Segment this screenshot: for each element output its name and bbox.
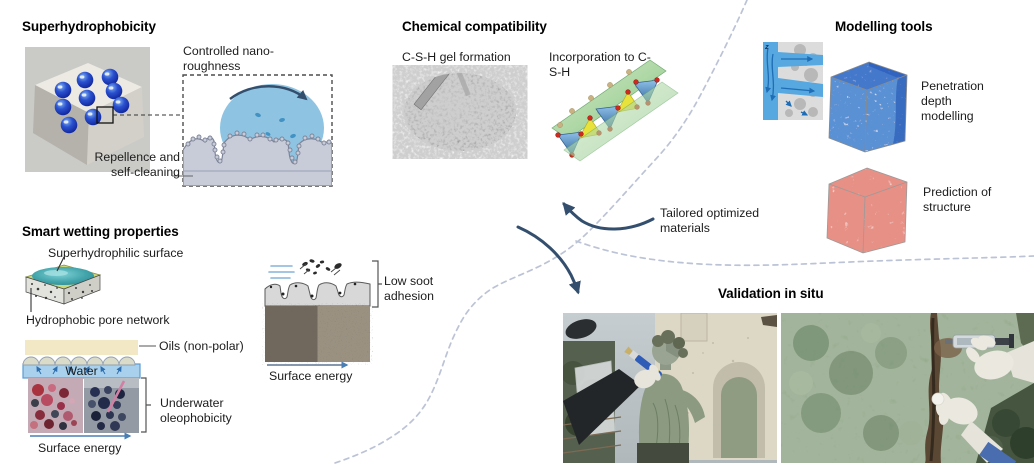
pool-sheen [44,270,68,276]
underwater-bracket [141,377,151,433]
soot-particles-flying [299,259,342,276]
moss-mottles [789,323,923,451]
section-title-modelling: Modelling tools [835,19,933,34]
z-axis-label: z [765,42,769,51]
divider-dashed-curve-left [331,0,748,465]
water-label: Water [65,364,98,378]
water-droplets [54,68,130,134]
flow-arrows [765,47,816,116]
niche-shadow-wing [721,377,757,458]
validation-photo-statue [563,313,777,463]
surface-energy-label-left: Surface energy [38,441,122,455]
surface-energy-label-mid: Surface energy [269,369,353,383]
pore-speckles [31,283,93,300]
cotton-swab [931,392,945,406]
meniscus-bumps [22,356,136,366]
capillary-arrows [36,366,122,375]
penetration-label: Penetration depth modelling [921,79,984,123]
structure-cube-model [826,167,908,254]
soot-rough-surface [264,281,371,307]
nano-roughness-diagram [182,74,333,187]
controlled-nano-roughness-label: Controlled nano-roughness [183,44,274,73]
nano-rough-surface [183,134,332,186]
superhydrophilic-slab-image [24,264,102,305]
underwater-label: Underwater oleophobicity [160,396,232,425]
statue [638,330,705,463]
oils-label: Oils (non-polar) [159,339,244,353]
pipette [106,380,126,413]
repellence-label: Repellence and self-cleaning [94,150,180,179]
csh-sem-image [404,73,516,151]
statue-base [637,443,689,463]
superhydrophilic-label: Superhydrophilic surface [48,246,184,260]
sem-fiber [413,73,459,111]
rolling-direction-arrow [229,85,308,101]
penetration-cube-model [828,61,908,153]
glove-hand-upper [966,335,1014,380]
csh-gel-label: C-S-H gel formation [402,50,511,64]
sleeve-cuff [979,441,1017,463]
cube-right-face [87,87,144,165]
soot-adhesion-diagram [264,258,382,369]
superhydrophilic-pointer-line [56,256,65,272]
csh-incorporation-model [551,59,679,162]
underwater-photo-right [84,378,139,433]
incorporation-label: Incorporation to C-S-H [549,50,651,79]
soot-photo-dark [265,306,318,362]
oils-layer [25,340,138,355]
water-column [763,42,778,120]
arrow-to-materials [562,202,655,231]
upper-glove [565,319,597,339]
sem-fiber-2 [450,73,471,97]
underwater-oleophobicity-diagram [22,340,156,440]
soot-bracket [372,260,382,308]
glove-hand [634,364,661,389]
tailored-materials-label: Tailored optimized materials [660,206,760,235]
arrow-to-validation [516,225,581,295]
droplets-cube-photo [25,47,150,172]
section-title-smart-wetting: Smart wetting properties [22,224,179,239]
section-title-chemical: Chemical compatibility [402,19,547,34]
penetration-top [831,62,907,90]
slab-side-face [63,274,101,305]
prediction-label: Prediction of structure [923,185,992,214]
penetration-front [869,62,907,144]
crack-shadow [929,317,936,462]
pore-network-label: Hydrophobic pore network [26,313,170,327]
glove-arm [1006,341,1034,383]
conservator-arm [563,369,641,445]
divider-dashed-curve-right [575,240,1034,267]
low-soot-label: Low soot adhesion [384,274,434,303]
monument-pillar [680,313,708,342]
cube-wireframe-blue [828,61,908,153]
nanoparticles [185,130,332,165]
pore-flow-schematic [763,42,823,120]
cornice [761,315,777,327]
validation-photo-syringe [781,313,1034,463]
section-title-superhydrophobicity: Superhydrophobicity [22,19,156,34]
soot-trapped-dots [269,282,357,298]
section-title-validation: Validation in situ [718,286,824,301]
wind-arrows [268,265,295,279]
csh-front-plane [563,81,679,162]
cube-wireframe-red [826,167,908,254]
soot-photo-light [317,306,370,362]
underwater-photo-left [28,378,83,433]
